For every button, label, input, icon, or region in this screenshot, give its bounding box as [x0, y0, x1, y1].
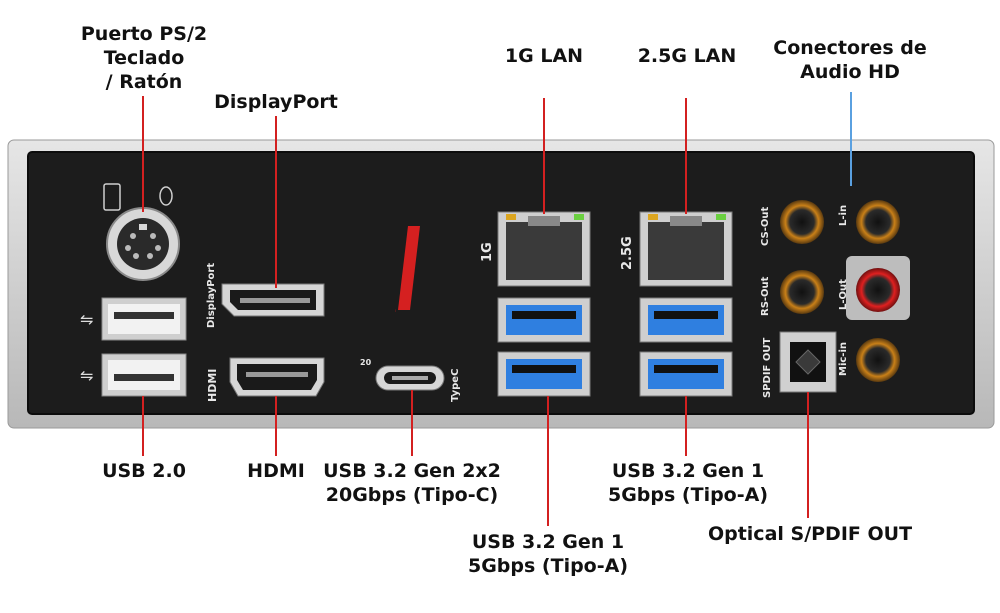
panel-brand-text: MAG [396, 309, 397, 312]
usb32-ports-right [639, 297, 733, 397]
callout-lan-25g: 2.5G LAN [637, 45, 737, 67]
panel-l-out-text: L-Out [838, 279, 849, 310]
panel-spdif-out-text: SPDIF OUT [762, 337, 773, 398]
usb-c-port [375, 365, 445, 391]
callout-displayport: DisplayPort [214, 91, 338, 113]
callout-usb32-gen1-center: USB 3.2 Gen 1 5Gbps (Tipo-A) [456, 530, 640, 578]
callout-spdif: Optical S/PDIF OUT [707, 523, 913, 545]
callout-audio-line1: Conectores de [773, 37, 927, 59]
panel-ss20-text: 20 [360, 358, 372, 367]
callout-usb20: USB 2.0 [102, 460, 186, 482]
panel-mic-in-text: Mic-in [838, 341, 849, 376]
panel-l-in-text: L-in [838, 204, 849, 226]
svg-text:⇋: ⇋ [80, 310, 93, 329]
displayport-port [221, 283, 325, 317]
panel-typec-text: TypeC [450, 368, 461, 402]
callout-ps2-line3: / Ratón [105, 71, 183, 93]
callout-ps2-line2: Teclado [103, 47, 185, 69]
callout-ps2-line1: Puerto PS/2 [80, 23, 208, 45]
callout-hdmi: HDMI [247, 460, 305, 482]
callout-audio-line2: Audio HD [800, 61, 900, 83]
callout-usb32-gen1-right: USB 3.2 Gen 1 5Gbps (Tipo-A) [598, 459, 778, 507]
panel-rs-out-text: RS-Out [760, 276, 771, 316]
usb32-ports-center [497, 297, 591, 397]
ps2-port [106, 207, 180, 281]
callout-lan-1g: 1G LAN [504, 45, 584, 67]
svg-text:⇋: ⇋ [80, 366, 93, 385]
callout-usb32-gen2x2-line2: 20Gbps (Tipo-C) [325, 484, 499, 506]
spdif-optical-port [779, 331, 837, 393]
callout-usb32-gen1-right-line1: USB 3.2 Gen 1 [611, 460, 765, 482]
lan-25g-port [639, 211, 733, 287]
panel-lan2-text: 2.5G [620, 236, 635, 270]
mag-logo [398, 226, 420, 310]
panel-lan1-text: 1G [480, 242, 495, 262]
lan-1g-port [497, 211, 591, 287]
mouse-icon [159, 186, 173, 206]
callout-audio: Conectores de Audio HD [760, 36, 940, 84]
callout-usb32-gen1-center-line2: 5Gbps (Tipo-A) [467, 555, 629, 577]
callout-usb32-gen1-center-line1: USB 3.2 Gen 1 [471, 531, 625, 553]
panel-displayport-text: DisplayPort [206, 262, 217, 328]
usb20-ports: ⇋ ⇋ [80, 297, 187, 397]
callout-usb32-gen2x2-line1: USB 3.2 Gen 2x2 [323, 460, 501, 482]
callout-usb32-gen2x2: USB 3.2 Gen 2x2 20Gbps (Tipo-C) [322, 459, 502, 507]
hdmi-port [229, 357, 325, 397]
panel-hdmi-text: HDMI [206, 368, 219, 402]
panel-cs-out-text: CS-Out [760, 206, 771, 246]
callout-usb32-gen1-right-line2: 5Gbps (Tipo-A) [607, 484, 769, 506]
keyboard-icon [103, 183, 121, 211]
audio-jacks [780, 200, 910, 382]
callout-ps2: Puerto PS/2 Teclado / Ratón [64, 22, 224, 94]
